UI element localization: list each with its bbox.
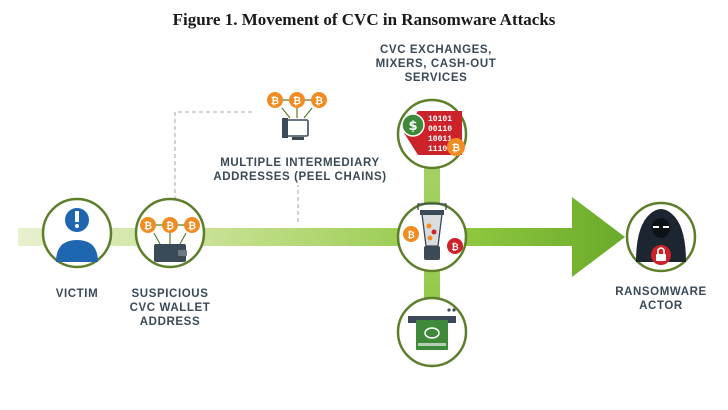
binary-line-3: 10011 [428,135,452,144]
mixer-node: ₿ ₿ [396,201,468,273]
wallet-coin-1 [140,217,156,233]
binary-line-1: 10101 [428,115,452,124]
peel-chain-label-line-1: MULTIPLE INTERMEDIARY [220,157,380,169]
mixer-bitcoin-right-symbol: ₿ [451,242,458,253]
victim-node [41,197,113,269]
victim-label: VICTIM [37,287,117,301]
wallet-label: SUSPICIOUS CVC WALLET ADDRESS [120,287,220,329]
exchanges-label-line-1: CVC EXCHANGES, [380,44,492,56]
actor-label: RANSOMWARE ACTOR [611,285,711,313]
wallet-node: ₿ ₿ ₿ [134,197,206,269]
exchange-node: 10101 00110 10011 11101 $ ₿ [396,98,468,170]
actor-node [625,201,697,273]
exchanges-label-line-3: SERVICES [404,72,468,84]
peel-coin-1-symbol: ₿ [271,95,279,107]
dollar-symbol: $ [408,119,417,134]
exchange-bitcoin-icon [447,138,465,156]
actor-label-line-1: RANSOMWARE [615,286,707,298]
peel-coin-2 [289,92,305,108]
figure-title: Figure 1. Movement of CVC in Ransomware … [172,10,556,29]
main-flow-arrow [18,197,625,277]
mixer-bitcoin-left-symbol: ₿ [407,230,414,241]
exchange-bitcoin-symbol: ₿ [452,142,460,154]
peel-coin-3 [311,92,327,108]
peel-chain-dashed-connector [174,111,299,222]
mixer-bitcoin-right [447,238,463,254]
peel-chain-label-line-2: ADDRESSES (PEEL CHAINS) [213,171,387,183]
blender-jar [421,213,443,247]
computer-icon [282,118,309,140]
wallet-label-line-3: ADDRESS [139,316,201,328]
binary-line-4: 11101 [428,145,452,154]
victim-body [56,240,98,262]
wallet-coin-2 [162,217,178,233]
actor-label-line-2: ACTOR [639,300,683,312]
mixer-bitcoin-left [403,226,419,242]
blender-base [424,246,440,260]
victim-label-line-1: VICTIM [55,288,99,300]
wallet-icon [154,244,186,262]
wallet-label-line-1: SUSPICIOUS [131,288,209,300]
wallet-coin-1-symbol: ₿ [144,220,152,232]
exchanges-label-line-2: MIXERS, CASH-OUT [375,58,497,70]
peel-coin-2-symbol: ₿ [293,95,301,107]
peel-coin-3-symbol: ₿ [315,95,323,107]
peel-chain-node: ₿ ₿ ₿ [267,92,327,140]
binary-line-2: 00110 [428,125,452,134]
cashout-node [396,296,468,368]
wallet-coin-3-symbol: ₿ [188,220,196,232]
atm-slot [408,316,456,323]
wallet-label-line-2: CVC WALLET [129,302,211,314]
dollar-coin-icon [401,113,425,137]
wallet-coin-2-symbol: ₿ [166,220,174,232]
peel-chain-label: MULTIPLE INTERMEDIARY ADDRESSES (PEEL CH… [210,156,390,184]
wallet-coin-3 [184,217,200,233]
peel-coin-1 [267,92,283,108]
exchanges-label: CVC EXCHANGES, MIXERS, CASH-OUT SERVICES [356,43,516,85]
